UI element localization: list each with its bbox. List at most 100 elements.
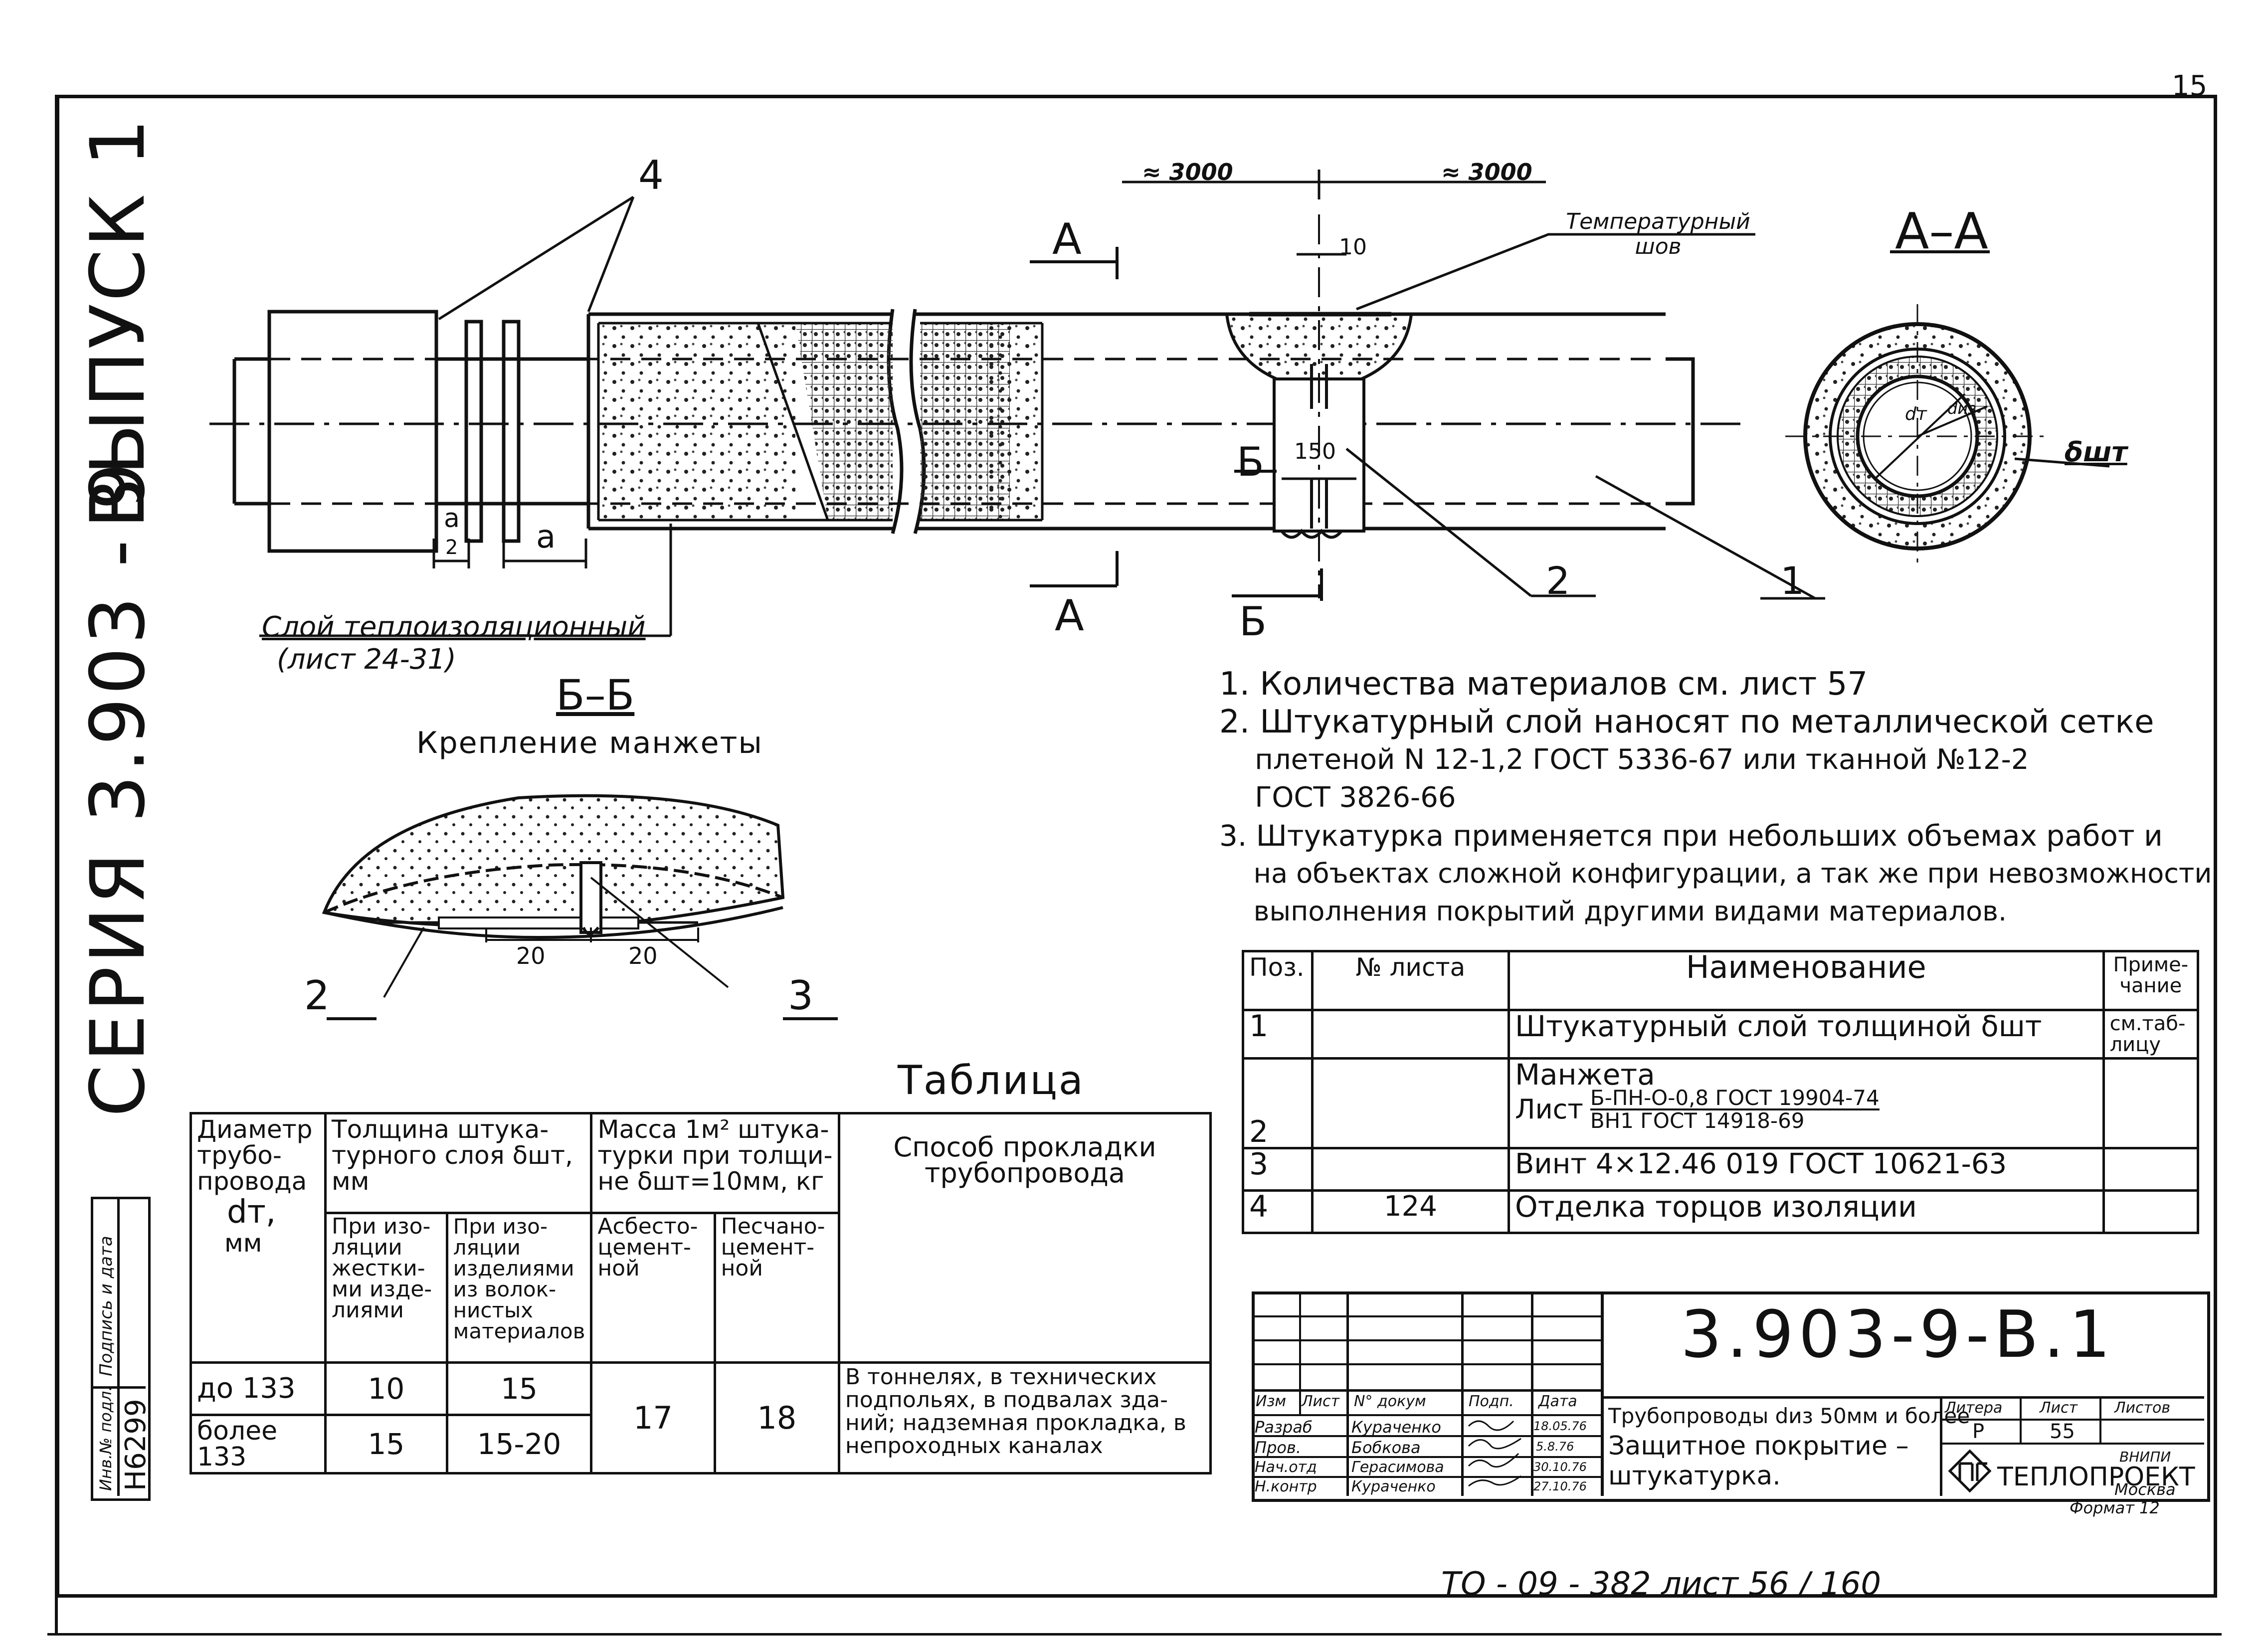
th-thick-fiber: При изо-ляции изделиями из волок-нистых … bbox=[445, 1212, 593, 1364]
tb-sheet-label: Лист bbox=[2040, 1399, 2078, 1417]
tb-code: 3.903-9-В.1 bbox=[1681, 1296, 2115, 1372]
notes-block: 1. Количества материалов см. лист 57 2. … bbox=[1219, 668, 2212, 933]
dim-a-left: a bbox=[444, 504, 460, 534]
inv-label: Инв.№ подл. bbox=[96, 1386, 115, 1491]
tb-role: Нач.отд bbox=[1255, 1459, 1317, 1476]
mass-asb-value: 17 bbox=[590, 1361, 716, 1474]
spec-h-sheet: № листа bbox=[1311, 950, 1510, 1011]
dim-left: ≈ 3000 bbox=[1142, 159, 1233, 185]
signatures bbox=[1468, 1420, 1521, 1487]
th-thick: Толщина штука-турного слоя δшт, мм bbox=[324, 1112, 593, 1214]
spec-sheet bbox=[1311, 1147, 1510, 1192]
th-diam-unit: мм bbox=[224, 1229, 262, 1258]
spec-name-a: Б-ПН-О-0,8 ГОСТ 19904-74 bbox=[1590, 1086, 1880, 1110]
tb-date: 5.8.76 bbox=[1536, 1440, 1574, 1454]
tb-col-izm: Изм bbox=[1256, 1393, 1287, 1410]
th-diam: Диаметр трубо-провода dт, мм bbox=[189, 1112, 327, 1364]
inventory-stamp bbox=[91, 1197, 151, 1501]
tb-desc-1: Трубопроводы dиз 50мм и более bbox=[1608, 1404, 1970, 1428]
tb-stage: Р bbox=[1972, 1420, 1985, 1443]
tb-col-sign: Подп. bbox=[1469, 1393, 1514, 1410]
spec-h-name: Наименование bbox=[1507, 950, 2105, 1011]
spec-pos: 3 bbox=[1242, 1147, 1314, 1192]
layer-label: Слой теплоизоляционный bbox=[262, 611, 646, 643]
spec-note bbox=[2102, 1189, 2200, 1234]
th-diam-text: Диаметр трубо-провода bbox=[197, 1115, 313, 1196]
row-diam: до 133 bbox=[189, 1361, 327, 1416]
tb-desc-3: штукатурка. bbox=[1608, 1461, 1781, 1491]
tb-name: Кураченко bbox=[1351, 1418, 1441, 1437]
spec-name: Винт 4×12.46 019 ГОСТ 10621-63 bbox=[1507, 1147, 2105, 1192]
tb-org: ТЕПЛОПРОЕКТ bbox=[1997, 1462, 2195, 1492]
spec-h-pos: Поз. bbox=[1242, 950, 1314, 1011]
outer-border-bottom bbox=[47, 1633, 2222, 1636]
data-table: Диаметр трубо-провода dт, мм Толщина шту… bbox=[189, 1112, 1212, 1474]
detail-bb-drawing bbox=[322, 794, 785, 998]
section-a-top: А bbox=[1052, 214, 1082, 264]
method-value: В тоннелях, в технических подпольях, в п… bbox=[837, 1361, 1212, 1474]
tb-name: Кураченко bbox=[1351, 1478, 1436, 1495]
tb-city: Москва bbox=[2114, 1480, 2176, 1499]
outer-border-left bbox=[55, 95, 58, 1636]
spec-table: Поз. № листа Наименование Приме-чание 1 … bbox=[1242, 950, 2200, 1234]
section-a-bottom: А bbox=[1055, 591, 1084, 641]
section-b-mid: Б bbox=[1237, 439, 1264, 485]
tb-desc-2: Защитное покрытие – bbox=[1608, 1431, 1909, 1461]
note-line: на объектах сложной конфигурации, а так … bbox=[1219, 858, 2212, 889]
title-block bbox=[1252, 1291, 2210, 1502]
note-line: плетеной N 12-1,2 ГОСТ 5336-67 или тканн… bbox=[1219, 743, 2029, 776]
spec-pos: 4 bbox=[1242, 1189, 1314, 1234]
note-line: 2. Штукатурный слой наносят по металличе… bbox=[1219, 704, 2154, 740]
spec-name: Отделка торцов изоляции bbox=[1507, 1189, 2105, 1234]
inv-number: Н6299 bbox=[120, 1399, 152, 1491]
spec-sheet: 124 bbox=[1311, 1189, 1510, 1234]
tb-role: Пров. bbox=[1255, 1438, 1301, 1457]
tb-stage-label: Литера bbox=[1945, 1399, 2003, 1417]
section-aa-title: А–А bbox=[1895, 202, 1988, 260]
tb-col-doc: N° докум bbox=[1354, 1393, 1426, 1410]
pipe-drawing bbox=[209, 170, 2110, 637]
row-fiber: 15-20 bbox=[445, 1414, 593, 1474]
aa-dt-label: dт bbox=[1905, 404, 1927, 424]
layer-sheet-label: (лист 24-31) bbox=[277, 643, 456, 676]
org-logo-icon bbox=[1948, 1449, 1992, 1493]
spec-pos: 2 bbox=[1242, 1057, 1314, 1149]
mass-sand-value: 18 bbox=[713, 1361, 840, 1474]
dim-10: 10 bbox=[1339, 234, 1367, 260]
tb-date: 18.05.76 bbox=[1533, 1419, 1587, 1433]
dim-a-right: a bbox=[536, 519, 556, 555]
aa-bsht-label: δшт bbox=[2065, 436, 2127, 468]
corner-page-number: 15 bbox=[2172, 70, 2208, 102]
spec-name-b: ВН1 ГОСТ 14918-69 bbox=[1590, 1108, 1805, 1133]
spec-name-mid: Лист bbox=[1514, 1094, 1583, 1125]
spec-note bbox=[2102, 1057, 2200, 1149]
temp-joint-label: Температурный шов bbox=[1566, 209, 1750, 259]
th-mass: Масса 1м² штука-турки при толщи-не δшт=1… bbox=[590, 1112, 840, 1214]
pos-2-label: 2 bbox=[1546, 558, 1570, 603]
tb-name: Бобкова bbox=[1351, 1438, 1421, 1457]
bottom-reference: ТО - 09 - 382 лист 56 / 160 bbox=[1441, 1566, 1882, 1603]
note-line: ГОСТ 3826-66 bbox=[1219, 781, 1456, 814]
table-title: Таблица bbox=[898, 1057, 1085, 1103]
th-mass-sand: Песчано-цемент-ной bbox=[713, 1212, 840, 1364]
detail-bb-title: Б–Б bbox=[556, 671, 635, 720]
sign-date-label: Подпись и дата bbox=[96, 1236, 116, 1376]
th-diam-sym: dт, bbox=[227, 1194, 276, 1231]
aa-diz-label: dиз bbox=[1947, 399, 1977, 418]
row-rigid: 15 bbox=[324, 1414, 448, 1474]
spec-sheet bbox=[1311, 1009, 1510, 1060]
tb-name: Герасимова bbox=[1351, 1459, 1444, 1476]
tb-col-list: Лист bbox=[1302, 1393, 1340, 1410]
pos-1-label: 1 bbox=[1780, 558, 1805, 603]
tb-sheets-label: Листов bbox=[2114, 1399, 2171, 1417]
tb-date: 30.10.76 bbox=[1533, 1460, 1587, 1474]
detail-dim-1: 20 bbox=[516, 942, 546, 969]
spec-note: см.таб-лицу bbox=[2102, 1009, 2200, 1060]
detail-pos-3: 3 bbox=[788, 972, 813, 1019]
format-label: Формат 12 bbox=[2070, 1498, 2160, 1517]
tb-org-top: ВНИПИ bbox=[2119, 1449, 2171, 1465]
spec-h-note: Приме-чание bbox=[2102, 950, 2200, 1011]
tb-sheet: 55 bbox=[2050, 1420, 2075, 1443]
spec-name: Штукатурный слой толщиной δшт bbox=[1507, 1009, 2105, 1060]
note-line: выполнения покрытий другими видами матер… bbox=[1219, 896, 2007, 927]
